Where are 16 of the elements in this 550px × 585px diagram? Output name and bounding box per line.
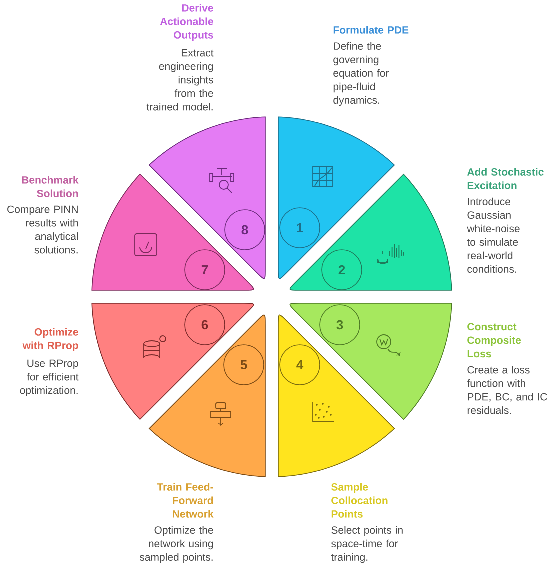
step-title: Add Stochastic Excitation	[467, 168, 544, 190]
step-title: Sample Collocation Points	[332, 483, 388, 518]
step-description: Extract engineering insights from the trained model.	[146, 49, 214, 111]
step-title: Benchmark Solution	[22, 176, 79, 198]
step-description: Optimize the network using sampled points.	[140, 526, 214, 564]
step-description: Select points in space-time for training.	[331, 526, 403, 564]
step-title: Formulate PDE	[334, 26, 409, 34]
step-description: Compare PINN results with analytical solutions.	[8, 206, 78, 254]
step-title: Construct Composite Loss	[468, 323, 522, 358]
step-description: Use RProp for efficient optimization.	[20, 360, 79, 396]
step-description: Create a loss function with PDE, BC, and IC residuals.	[467, 366, 548, 414]
step-description: Define the governing equation for pipe-fluid dynamics.	[334, 42, 390, 106]
step-title: Derive Actionable Outputs	[160, 4, 214, 41]
step-description: Introduce Gaussian white-noise to simulate real-world conditions.	[467, 198, 520, 274]
step-title: Train Feed-Forward Network	[157, 483, 214, 518]
step-title: Optimize with RProp	[22, 328, 78, 352]
